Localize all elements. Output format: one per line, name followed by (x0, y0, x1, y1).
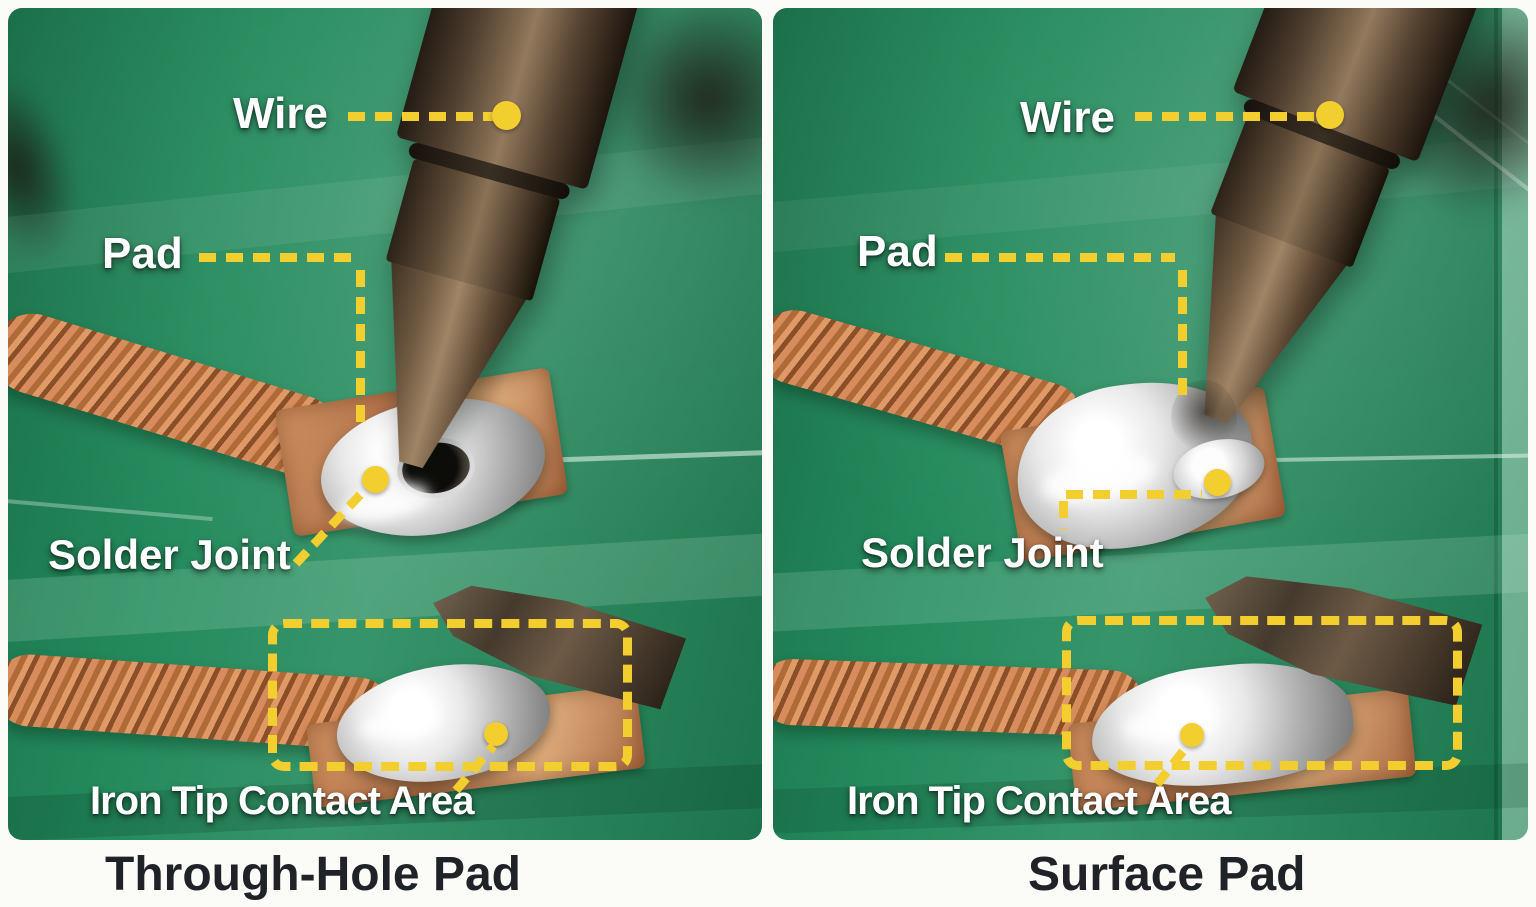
panel-surface-pad-photo: Wire Pad Solder Joint Iron Tip Contact A… (773, 8, 1528, 840)
wire-label: Wire (233, 89, 328, 138)
solder-joint-label: Solder Joint (861, 529, 1104, 576)
pad-callout-line (356, 270, 365, 428)
wire-label: Wire (1020, 93, 1115, 142)
caption-surface-pad: Surface Pad (1028, 848, 1306, 901)
pcb-edge-line (1494, 8, 1498, 840)
wire-callout-dot (492, 101, 521, 130)
iron-tip-contact-rect (268, 619, 632, 771)
solder-joint-callout-dot (362, 466, 389, 493)
wire-callout-line (1135, 112, 1319, 121)
iron-tip-contact-rect (1062, 616, 1462, 770)
iron-tip-contact-label: Iron Tip Contact Area (847, 779, 1231, 823)
solder-joint-callout-line (1066, 490, 1202, 499)
solder-joint-callout-line (1059, 501, 1068, 529)
pad-callout-line (1178, 270, 1187, 402)
pad-callout-line (945, 253, 1175, 262)
pad-callout-line (199, 253, 355, 262)
solder-joint-label: Solder Joint (48, 531, 291, 578)
iron-tip-callout-dot (484, 722, 508, 746)
wire-callout-dot (1316, 101, 1344, 129)
solder-joint-callout-dot (1204, 469, 1231, 496)
pad-label: Pad (857, 227, 938, 276)
panel-through-hole-photo: Wire Pad Solder Joint Iron Tip Contact A… (8, 8, 762, 840)
iron-tip-contact-label: Iron Tip Contact Area (90, 779, 474, 823)
pad-label: Pad (102, 229, 183, 278)
wire-callout-line (348, 112, 496, 121)
caption-through-hole-pad: Through-Hole Pad (105, 848, 521, 901)
